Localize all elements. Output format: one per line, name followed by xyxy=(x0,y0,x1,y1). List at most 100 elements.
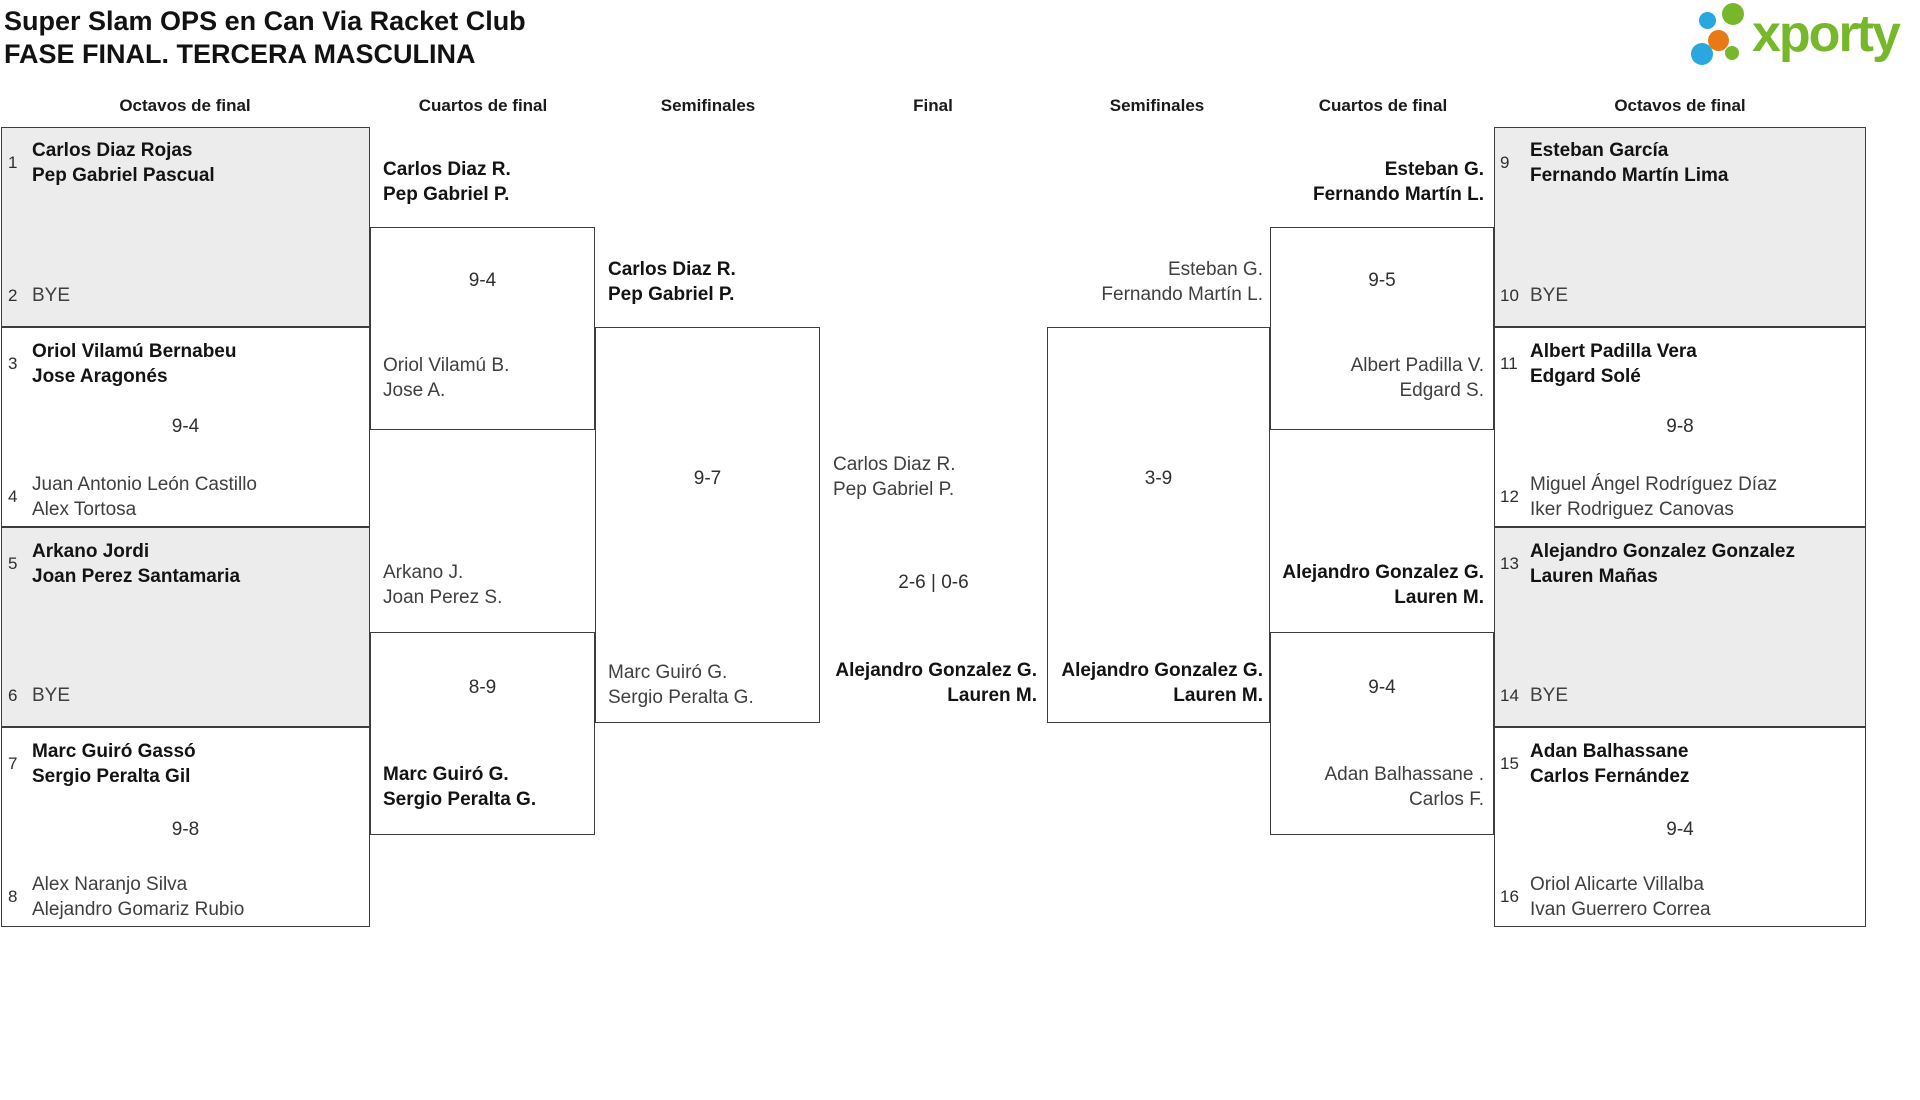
seed-number: 5 xyxy=(8,554,18,573)
team-name: Marc Guiró Gassó xyxy=(32,741,196,762)
team-name: Carlos Diaz R. xyxy=(608,259,736,280)
team-entry-seed-11: 11 Albert Padilla Vera Edgard Solé xyxy=(1500,339,1697,389)
match-box-octavos-left-4 xyxy=(1,727,370,927)
team-name: Pep Gabriel P. xyxy=(383,184,510,205)
team-label-semifinal-left-bottom: Marc Guiró G. Sergio Peralta G. xyxy=(608,660,754,710)
seed-number: 1 xyxy=(8,153,18,172)
team-label-final-bottom: Alejandro Gonzalez G. Lauren M. xyxy=(750,658,1037,708)
round-header-final: Final xyxy=(913,96,953,115)
team-name: BYE xyxy=(1530,685,1569,706)
logo-wordmark: xporty xyxy=(1752,5,1901,63)
team-entry-seed-5: 5 Arkano Jordi Joan Perez Santamaria xyxy=(8,539,240,589)
seed-number: 11 xyxy=(1500,354,1518,373)
team-names: Marc Guiró Gassó Sergio Peralta Gil xyxy=(32,739,196,789)
match-score: 9-7 xyxy=(693,468,722,489)
team-name: Oriol Vilamú B. xyxy=(383,355,510,376)
team-name: Alex Tortosa xyxy=(32,499,137,520)
team-names: Arkano Jordi Joan Perez Santamaria xyxy=(32,539,240,589)
match-score: 9-4 xyxy=(1666,819,1694,840)
team-name: Adan Balhassane xyxy=(1530,741,1689,762)
round-header-cuartos-right: Cuartos de final xyxy=(1318,96,1448,115)
team-names: BYE xyxy=(1530,283,1568,308)
team-name: Carlos Fernández xyxy=(1530,766,1690,787)
team-name: Lauren Mañas xyxy=(1530,566,1658,587)
team-names: Esteban García Fernando Martín Lima xyxy=(1530,138,1728,188)
match-score: 9-8 xyxy=(1666,416,1694,437)
team-entry-seed-6: 6 BYE xyxy=(8,683,70,708)
team-name: Ivan Guerrero Correa xyxy=(1530,899,1711,920)
team-name: Sergio Peralta G. xyxy=(383,789,537,810)
team-name: Alejandro Gonzalez G. xyxy=(1282,562,1484,583)
team-name: Arkano Jordi xyxy=(32,541,150,562)
team-name: Oriol Vilamú Bernabeu xyxy=(32,341,237,362)
team-label-cuartos-left-1-top: Carlos Diaz R. Pep Gabriel P. xyxy=(383,157,511,207)
team-name: BYE xyxy=(32,285,71,306)
team-name: Fernando Martín L. xyxy=(1101,284,1263,305)
match-box-octavos-left-2 xyxy=(1,327,370,527)
team-label-cuartos-right-2-top: Alejandro Gonzalez G. Lauren M. xyxy=(1240,560,1484,610)
seed-number: 2 xyxy=(8,285,18,305)
team-label-semifinal-right-top: Esteban G. Fernando Martín L. xyxy=(1000,257,1263,307)
team-name: Jose Aragonés xyxy=(32,366,168,387)
team-name: Joan Perez Santamaria xyxy=(32,566,241,587)
team-names: Albert Padilla Vera Edgard Solé xyxy=(1530,339,1697,389)
team-name: Arkano J. xyxy=(383,562,464,583)
team-entry-seed-13: 13 Alejandro Gonzalez Gonzalez Lauren Ma… xyxy=(1500,539,1795,589)
phase-subtitle: FASE FINAL. TERCERA MASCULINA xyxy=(4,39,476,69)
team-name: Jose A. xyxy=(383,380,446,401)
match-score: 9-4 xyxy=(1368,677,1396,698)
team-name: Pep Gabriel P. xyxy=(833,479,955,500)
tournament-title: Super Slam OPS en Can Via Racket Club xyxy=(4,6,526,36)
seed-number: 10 xyxy=(1500,285,1519,305)
team-name: Alex Naranjo Silva xyxy=(32,874,188,895)
team-name: Albert Padilla V. xyxy=(1350,355,1484,376)
team-entry-seed-7: 7 Marc Guiró Gassó Sergio Peralta Gil xyxy=(8,739,196,789)
team-name: Esteban García xyxy=(1530,140,1669,161)
match-score: 9-8 xyxy=(171,819,200,840)
team-name: Carlos Diaz Rojas xyxy=(32,140,193,161)
team-entry-seed-4: 4 Juan Antonio León Castillo Alex Tortos… xyxy=(8,472,257,522)
team-names: BYE xyxy=(1530,683,1568,708)
team-name: Joan Perez S. xyxy=(383,587,503,608)
team-name: Sergio Peralta Gil xyxy=(32,766,191,787)
team-names: BYE xyxy=(32,683,70,708)
team-name: Iker Rodriguez Canovas xyxy=(1530,499,1734,520)
match-score: 9-4 xyxy=(171,416,200,437)
team-entry-seed-10: 10 BYE xyxy=(1500,283,1568,308)
team-label-cuartos-right-1-top: Esteban G. Fernando Martín L. xyxy=(1240,157,1484,207)
team-label-cuartos-right-1-bottom: Albert Padilla V. Edgard S. xyxy=(1240,353,1484,403)
team-names: Carlos Diaz Rojas Pep Gabriel Pascual xyxy=(32,138,215,188)
team-name: Carlos Diaz R. xyxy=(833,454,956,475)
team-entry-seed-8: 8 Alex Naranjo Silva Alejandro Gomariz R… xyxy=(8,872,244,922)
match-score: 9-4 xyxy=(468,270,497,291)
team-name: Lauren M. xyxy=(1173,685,1263,706)
team-name: Esteban G. xyxy=(1384,159,1484,180)
seed-number: 15 xyxy=(1500,754,1519,773)
seed-number: 8 xyxy=(8,887,18,906)
team-name: Albert Padilla Vera xyxy=(1530,341,1697,362)
final-score: 2-6 | 0-6 xyxy=(898,572,969,593)
team-label-final-top: Carlos Diaz R. Pep Gabriel P. xyxy=(833,452,955,502)
seed-number: 4 xyxy=(8,487,18,506)
team-name: Marc Guiró G. xyxy=(608,662,728,683)
match-box-cuartos-left-2 xyxy=(370,632,595,835)
team-label-cuartos-left-2-bottom: Marc Guiró G. Sergio Peralta G. xyxy=(383,762,536,812)
team-name: BYE xyxy=(32,685,71,706)
seed-number: 6 xyxy=(8,685,18,705)
team-names: Miguel Ángel Rodríguez Díaz Iker Rodrigu… xyxy=(1530,472,1777,522)
round-header-octavos-left: Octavos de final xyxy=(119,96,251,115)
team-name: Alejandro Gonzalez Gonzalez xyxy=(1530,541,1795,562)
match-box-octavos-left-3 xyxy=(1,527,370,727)
logo-dot-green-large xyxy=(1722,3,1744,25)
team-name: Oriol Alicarte Villalba xyxy=(1530,874,1704,895)
xporty-logo[interactable]: xporty xyxy=(1680,0,1918,76)
team-entry-seed-2: 2 BYE xyxy=(8,283,70,308)
match-box-octavos-left-1 xyxy=(1,127,370,327)
logo-dot-blue-medium xyxy=(1691,43,1713,65)
match-score: 9-5 xyxy=(1368,270,1396,291)
seed-number: 3 xyxy=(8,354,18,373)
match-box-semifinal-right xyxy=(1047,327,1270,723)
team-names: Oriol Alicarte Villalba Ivan Guerrero Co… xyxy=(1530,872,1711,922)
team-name: Edgard Solé xyxy=(1530,366,1641,387)
